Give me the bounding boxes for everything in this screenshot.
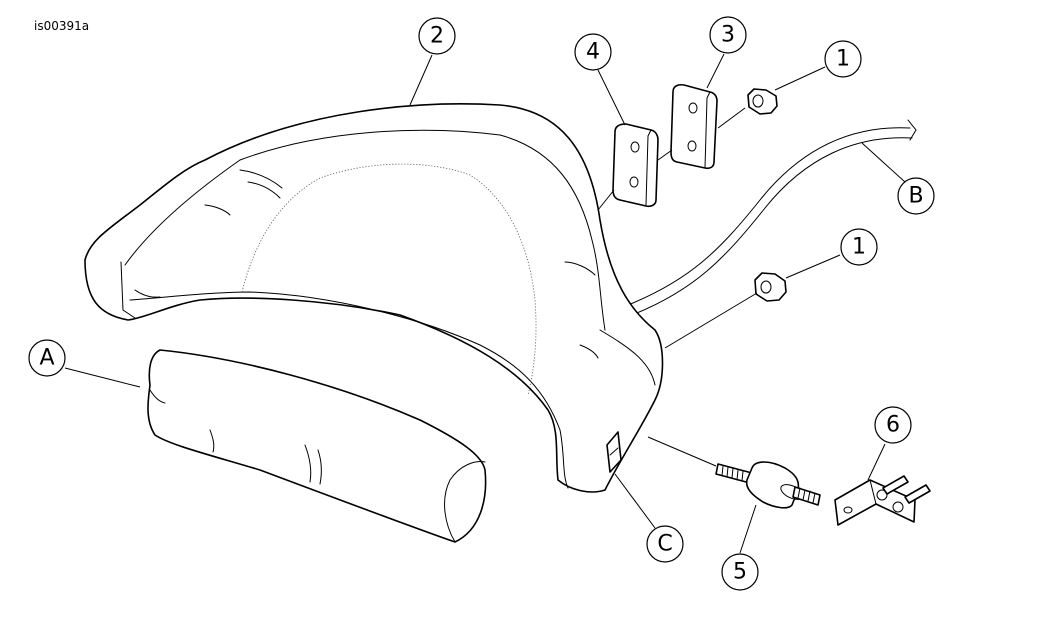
callout-6-label: 6 [886, 413, 900, 438]
callout-1-lower: 1 [840, 228, 878, 266]
callout-3-label: 3 [721, 23, 735, 48]
nut-1-lower [754, 272, 787, 302]
figure-id-label: is00391a [34, 19, 89, 33]
callout-a-label: A [39, 346, 54, 371]
callout-c: C [646, 525, 684, 563]
callout-4: 4 [574, 33, 612, 71]
callout-b-label: B [908, 184, 923, 209]
backrest-pad [84, 103, 664, 493]
bolster-a [147, 349, 487, 543]
bracket-6 [834, 475, 931, 526]
leader-lines [64, 53, 906, 554]
callout-6: 6 [874, 406, 912, 444]
cable-b [627, 119, 917, 316]
standoff-5 [715, 461, 821, 509]
callout-5: 5 [721, 553, 759, 591]
callout-a: A [28, 339, 66, 377]
callout-4-label: 4 [586, 40, 600, 65]
bracket-3 [670, 83, 718, 170]
callout-c-label: C [657, 532, 672, 557]
connector-c [606, 431, 622, 473]
callout-5-label: 5 [733, 560, 747, 585]
callout-1-lower-label: 1 [852, 235, 866, 260]
nut-1-top [747, 88, 778, 115]
callout-1-top-label: 1 [836, 47, 850, 72]
callout-b: B [897, 177, 935, 215]
callout-1-top: 1 [824, 40, 862, 78]
bracket-4 [612, 123, 659, 208]
callout-3: 3 [709, 16, 747, 54]
callout-2: 2 [418, 17, 456, 55]
callout-2-label: 2 [430, 24, 444, 49]
